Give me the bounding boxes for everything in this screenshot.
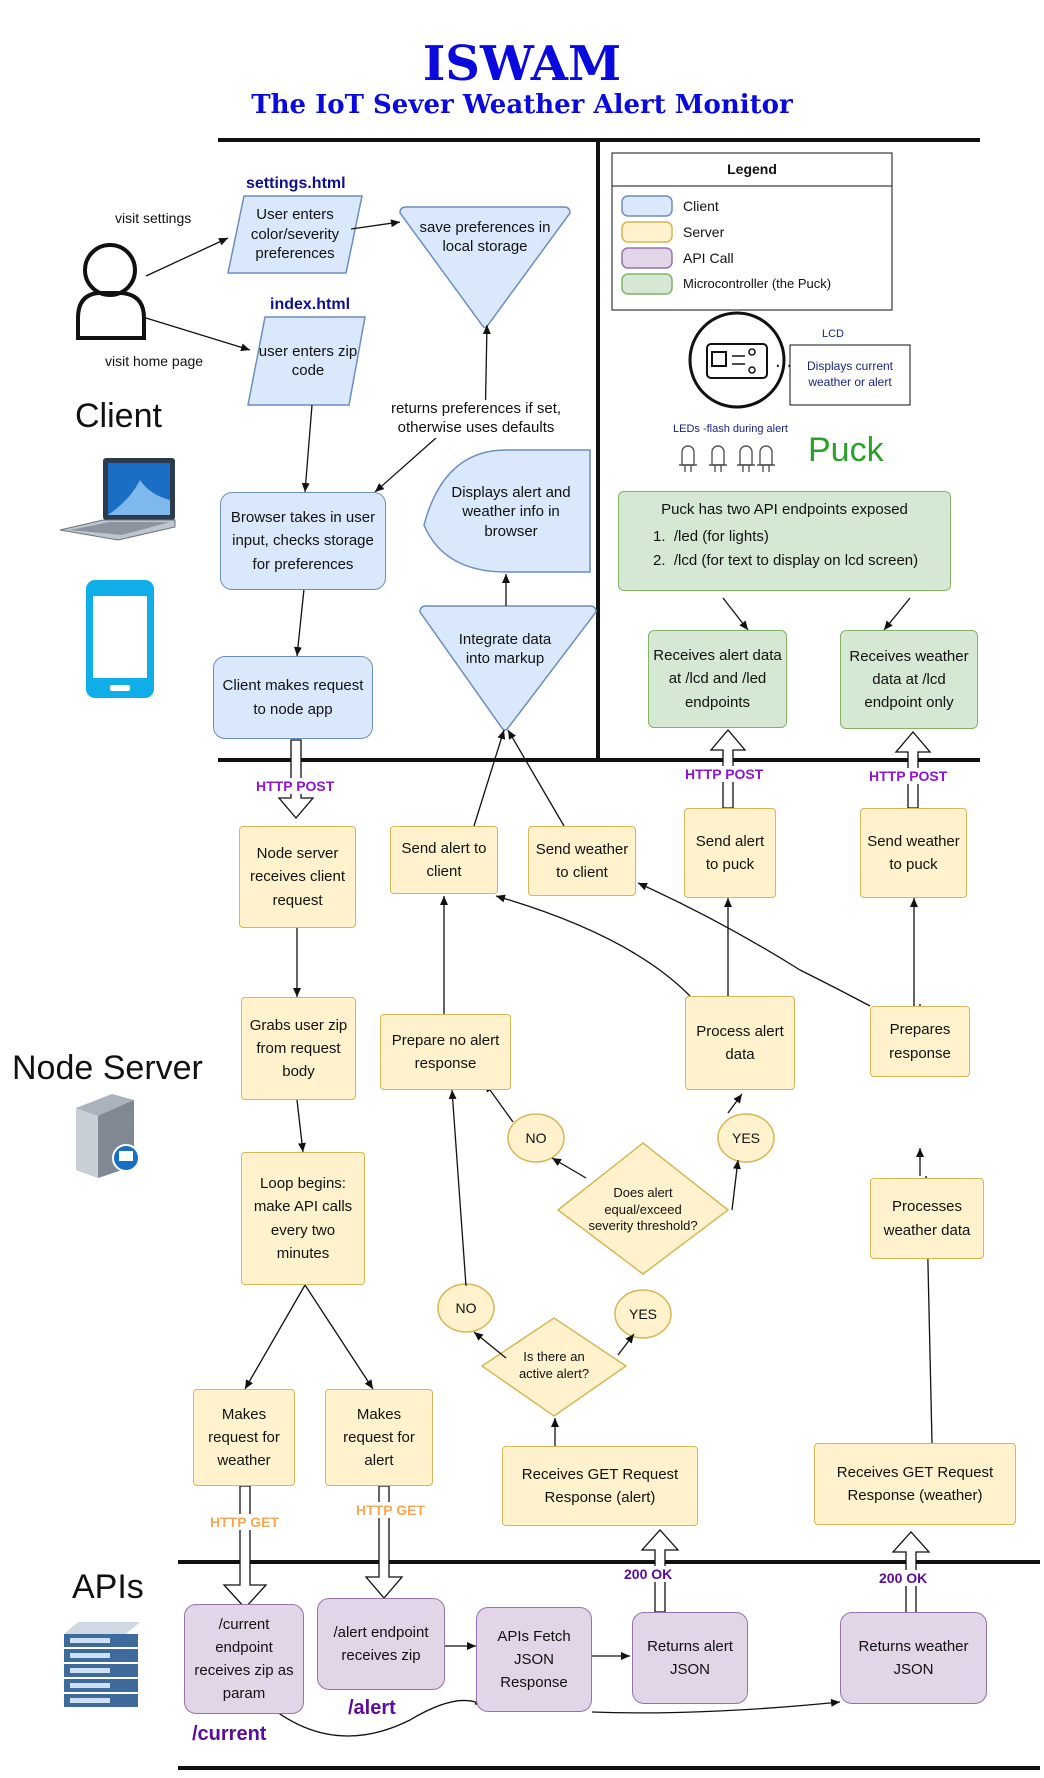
phone-icon [86,580,154,698]
http-post-label-3: HTTP POST [869,768,948,784]
puck-endpoints-title: Puck has two API endpoints exposed [661,501,908,518]
active-alert-text: Is there an active alert? [518,1349,590,1381]
send-weather-puck-box: Send weather to puck [860,808,967,898]
returns-weather-box: Returns weather JSON [840,1612,987,1704]
legend-swatch-micro [621,273,673,295]
threshold-diamond [556,1142,730,1275]
grabs-zip-box: Grabs user zip from request body [241,997,356,1100]
leds-label: LEDs -flash during alert [673,423,788,435]
legend-label-micro: Microcontroller (the Puck) [683,276,832,291]
process-alert-box: Process alert data [685,996,795,1090]
section-node-server: Node Server [12,1049,203,1087]
server-rack-icon [64,1622,140,1707]
legend-label-client: Client [683,198,719,214]
ok-label-1: 200 OK [624,1566,673,1582]
no-label-2: NO [455,1299,477,1316]
zip-input-shape [247,316,366,406]
apis-fetch-box: APIs Fetch JSON Response [476,1607,592,1712]
active-alert-diamond [480,1317,628,1417]
legend-swatch-server [621,221,673,243]
current-endpoint-label: /current [192,1723,267,1745]
page-subtitle: The IoT Sever Weather Alert Monitor [251,90,793,120]
visit-home-label: visit home page [105,353,204,369]
yes-label-2: YES [628,1305,657,1322]
http-post-label-2: HTTP POST [685,766,764,782]
alert-endpoint-box: /alert endpoint receives zip [317,1598,445,1690]
section-apis: APIs [72,1568,144,1606]
lcd-box [789,344,911,406]
section-puck: Puck [808,431,884,469]
integrate-shape [419,605,597,731]
get-alert-response-box: Receives GET Request Response (alert) [502,1446,698,1526]
browser-takes-box: Browser takes in user input, checks stor… [220,492,386,590]
settings-file-label: settings.html [246,175,346,192]
threshold-text: Does alert equal/exceed severity thresho… [588,1184,698,1234]
legend [611,152,893,311]
ok-label-2: 200 OK [879,1570,928,1586]
puck-receives-alert-box: Receives alert data at /lcd and /led end… [648,630,787,728]
user-zip-text: user enters zip code [258,342,358,380]
server-icon [76,1094,140,1178]
lcd-label: LCD [822,328,845,340]
puck-endpoint-item: 2. /lcd (for text to display on lcd scre… [653,551,919,569]
puck-endpoint-list: 1. /led (for lights) 2. /lcd (for text t… [631,525,938,572]
led-icons [679,445,775,472]
puck-endpoint-item: 1. /led (for lights) [653,528,769,546]
http-get-label-2: HTTP GET [356,1502,425,1518]
send-alert-puck-box: Send alert to puck [684,808,776,898]
user-icon [76,243,146,340]
laptop-icon [59,458,176,541]
puck-endpoints-box: Puck has two API endpoints exposed 1. /l… [618,491,951,591]
yes-label-1: YES [731,1129,760,1146]
legend-swatch-client [621,195,673,217]
section-dividers [178,138,1040,1770]
section-client: Client [75,397,162,435]
settings-input-shape [227,195,363,274]
yes-ellipse-2 [614,1289,672,1339]
legend-label-api: API Call [683,250,734,266]
request-alert-box: Makes request for alert [325,1389,433,1486]
client-request-box: Client makes request to node app [213,656,373,739]
no-ellipse-1 [507,1113,565,1163]
page-title: ISWAM [422,36,622,92]
user-prefs-text: User enters color/severity preferences [250,206,340,263]
node-receives-box: Node server receives client request [239,826,356,928]
http-post-label-1: HTTP POST [256,778,335,794]
visit-settings-label: visit settings [115,210,192,226]
request-weather-box: Makes request for weather [193,1389,295,1486]
puck-receives-weather-box: Receives weather data at /lcd endpoint o… [840,630,978,729]
legend-title: Legend [727,161,777,177]
legend-swatch-api [621,247,673,269]
no-label-1: NO [525,1129,547,1146]
get-weather-response-box: Receives GET Request Response (weather) [814,1443,1016,1525]
send-weather-client-box: Send weather to client [528,826,636,896]
current-endpoint-box: /current endpoint receives zip as param [184,1604,304,1714]
alert-endpoint-label: /alert [348,1697,396,1719]
returns-alert-box: Returns alert JSON [632,1612,748,1704]
displays-alert-text: Displays alert and weather info in brows… [451,483,571,540]
prepare-no-alert-box: Prepare no alert response [380,1014,511,1090]
loop-box: Loop begins: make API calls every two mi… [241,1152,365,1285]
legend-label-server: Server [683,224,725,240]
processes-weather-box: Processes weather data [870,1178,984,1259]
display-shape [423,449,591,573]
index-file-label: index.html [270,296,351,313]
http-get-label-1: HTTP GET [210,1514,279,1530]
lcd-text: Displays current weather or alert [806,359,894,389]
connectors [145,219,933,1737]
prepares-response-box: Prepares response [870,1006,970,1077]
returns-prefs-label: returns preferences if set, otherwise us… [376,400,576,438]
send-alert-client-box: Send alert to client [390,826,498,894]
chip-icon: · · · [688,311,804,409]
integrate-text: Integrate data into markup [458,630,552,668]
save-prefs-text: save preferences in local storage [419,218,551,256]
yes-ellipse-1 [717,1113,775,1163]
